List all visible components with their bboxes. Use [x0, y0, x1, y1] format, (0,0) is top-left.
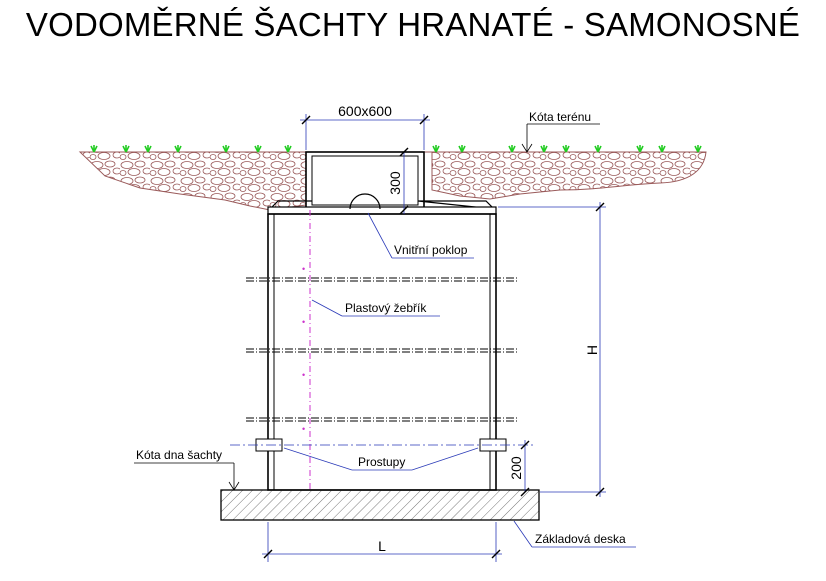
- grass-tuft: [594, 145, 602, 153]
- shaft-ribs: [246, 277, 518, 422]
- svg-text:•: •: [302, 264, 305, 274]
- plastic-ladder: • • • •: [302, 210, 311, 490]
- label-bottom: Kóta dna šachty: [134, 448, 240, 491]
- dimension-neck-label: 300: [387, 171, 403, 195]
- grass-tuft: [284, 145, 292, 153]
- grass-tuft: [144, 145, 152, 153]
- dimension-opening: 600x600: [300, 103, 430, 150]
- label-ladder-text: Plastový žebřík: [345, 301, 427, 315]
- inner-cover-icon: [349, 193, 381, 210]
- grass-tufts: [90, 145, 702, 153]
- shaft-neck: [305, 151, 425, 210]
- dimension-length-label: L: [378, 538, 386, 554]
- dimension-bottom-label: 200: [508, 456, 524, 480]
- label-terrain-text: Kóta terénu: [529, 110, 591, 124]
- label-base-slab: Základová deska: [513, 520, 636, 548]
- pipe-penetrations: [230, 438, 535, 452]
- dimension-height-label: H: [584, 345, 600, 355]
- label-terrain: Kóta terénu: [521, 110, 600, 153]
- grass-tuft: [658, 145, 666, 153]
- label-bottom-text: Kóta dna šachty: [136, 448, 222, 462]
- svg-text:•: •: [302, 317, 305, 327]
- grass-tuft: [508, 145, 516, 153]
- grass-tuft: [90, 145, 98, 153]
- label-ladder: Plastový žebřík: [311, 299, 440, 317]
- base-slab: [220, 489, 540, 521]
- label-base-slab-text: Základová deska: [535, 532, 626, 546]
- label-penetrations: Prostupy: [283, 447, 479, 471]
- grass-tuft: [694, 145, 702, 153]
- grass-tuft: [254, 145, 262, 153]
- label-penetrations-text: Prostupy: [358, 455, 405, 469]
- svg-text:•: •: [302, 370, 305, 380]
- label-inner-cover: Vnitřní poklop: [367, 212, 474, 259]
- soil-layer: [78, 151, 707, 211]
- grass-tuft: [540, 145, 548, 153]
- svg-text:•: •: [302, 424, 305, 434]
- dimension-length: L: [262, 522, 502, 562]
- grass-tuft: [458, 145, 466, 153]
- page-title: VODOMĚRNÉ ŠACHTY HRANATÉ - SAMONOSNÉ: [25, 6, 801, 43]
- label-inner-cover-text: Vnitřní poklop: [394, 243, 468, 257]
- grass-tuft: [432, 145, 440, 153]
- grass-tuft: [222, 145, 230, 153]
- grass-tuft: [174, 145, 182, 153]
- dimension-neck: 300: [387, 147, 409, 215]
- grass-tuft: [122, 145, 130, 153]
- dimension-opening-label: 600x600: [338, 103, 392, 119]
- grass-tuft: [562, 145, 570, 153]
- grass-tuft: [636, 145, 644, 153]
- dimension-bottom: 200: [508, 440, 530, 497]
- dimension-height: H: [498, 202, 606, 497]
